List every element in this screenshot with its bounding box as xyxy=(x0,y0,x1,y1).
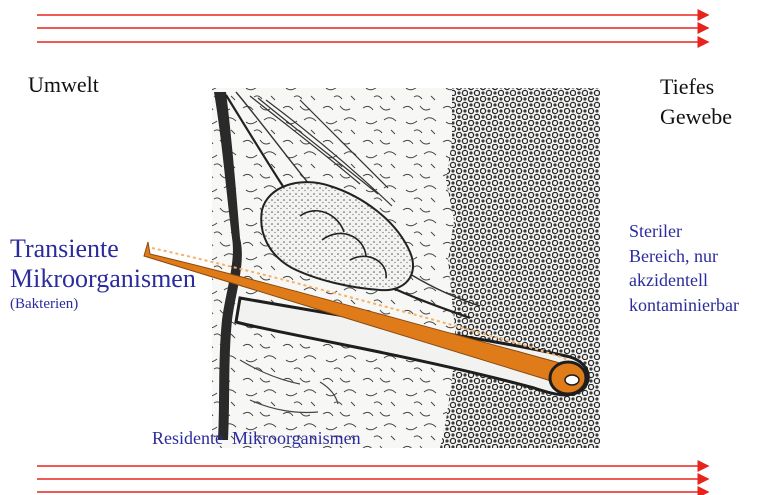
hair-papilla xyxy=(565,375,579,385)
label-transient: Transiente Mikroorganismen (Bakterien) xyxy=(10,234,196,314)
label-deep-tissue-line2: Gewebe xyxy=(660,102,732,132)
label-sterile-line1: Steriler xyxy=(629,219,739,244)
label-transient-line1: Transiente xyxy=(10,234,196,264)
label-deep-tissue: Tiefes Gewebe xyxy=(660,72,732,132)
label-transient-line3: (Bakterien) xyxy=(10,294,196,314)
label-sterile-line2: Bereich, nur xyxy=(629,244,739,269)
label-deep-tissue-line1: Tiefes xyxy=(660,72,732,102)
label-environment: Umwelt xyxy=(28,72,99,97)
label-transient-line2: Mikroorganismen xyxy=(10,264,196,294)
label-sterile-line3: akzidentell xyxy=(629,268,739,293)
label-resident: Residente Mikroorganismen xyxy=(152,428,361,449)
label-sterile-line4: kontaminierbar xyxy=(629,293,739,318)
label-sterile-area: Steriler Bereich, nur akzidentell kontam… xyxy=(629,219,739,317)
